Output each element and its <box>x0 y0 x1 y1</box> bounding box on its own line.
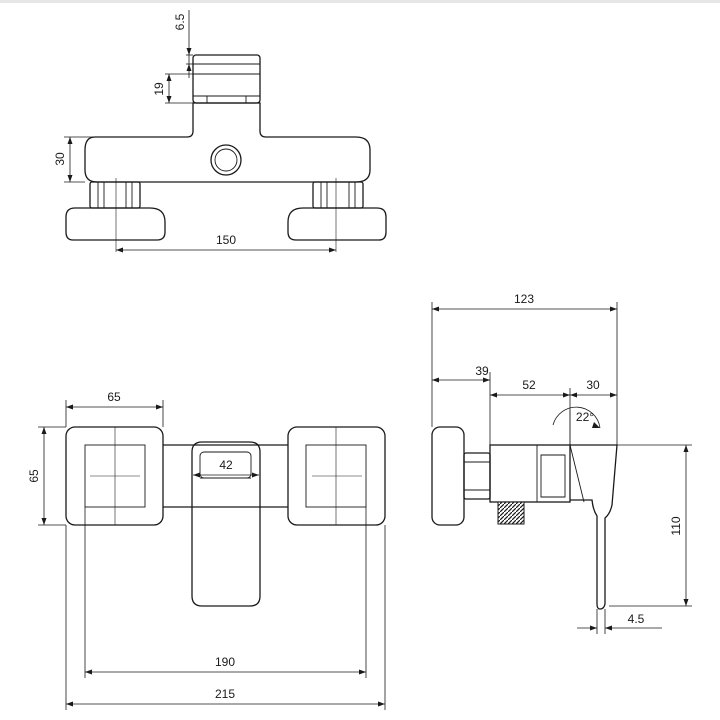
dim-body-height: 30 <box>53 152 67 166</box>
dim-cartridge-height: 19 <box>152 82 166 96</box>
side-threaded-outlet <box>497 501 525 525</box>
front-left-block <box>65 426 164 526</box>
top-outlet-circle <box>210 144 242 176</box>
front-lever <box>191 441 261 607</box>
side-body <box>489 444 571 503</box>
dim-lever-thickness: 4.5 <box>628 612 645 626</box>
dim-eccentric-spacing: 150 <box>216 233 236 247</box>
dim-cap-height: 6.5 <box>173 13 187 30</box>
side-lever <box>570 444 618 610</box>
top-cartridge-cap <box>192 54 261 104</box>
dim-wall-to-body: 39 <box>475 364 489 378</box>
dim-inner-width: 190 <box>215 655 235 669</box>
dim-lever-width: 42 <box>219 458 233 472</box>
top-left-eccentric <box>65 181 166 241</box>
front-right-block <box>287 426 386 526</box>
side-eccentric-nut <box>463 452 491 500</box>
top-right-eccentric <box>287 181 387 241</box>
dim-body-depth: 52 <box>522 378 536 392</box>
dim-lever-depth: 30 <box>586 378 600 392</box>
top-border <box>0 0 720 3</box>
dim-overall-width: 215 <box>215 687 235 701</box>
dim-overall-depth: 123 <box>514 292 534 306</box>
dim-lever-angle: 22° <box>576 410 594 424</box>
side-view: 123 39 52 30 22° 110 <box>431 292 692 634</box>
top-body-outline <box>84 102 371 183</box>
dim-handle-box: 65 <box>107 390 121 404</box>
dim-handle-box-height: 65 <box>27 469 41 483</box>
dim-lever-height: 110 <box>669 516 683 535</box>
top-view: 6.5 19 30 150 <box>53 10 387 253</box>
front-view: 65 65 42 190 215 <box>27 390 386 710</box>
side-wall-flange <box>431 426 465 526</box>
